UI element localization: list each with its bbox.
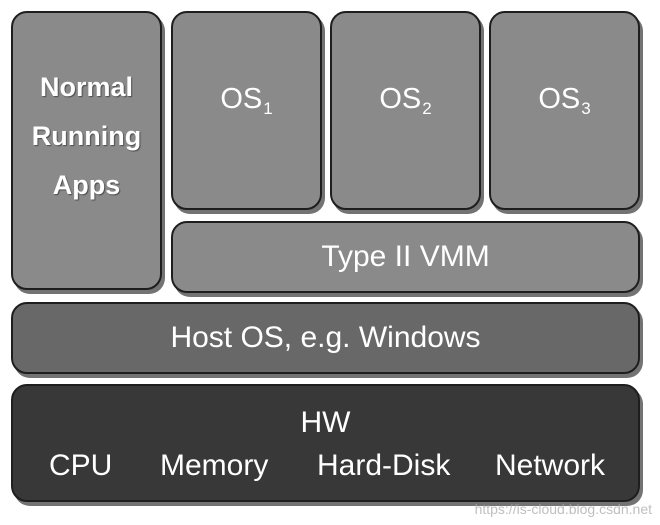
apps-line-3: Apps <box>52 170 121 200</box>
hardware-cpu: CPU <box>49 449 113 482</box>
guest-os-3-label: OS3 <box>538 83 591 118</box>
host-os-label: Host OS, e.g. Windows <box>170 321 481 354</box>
guest-os-1-box: OS1 <box>171 11 322 210</box>
type2-vmm-box: Type II VMM <box>171 221 640 293</box>
hardware-hard-disk: Hard-Disk <box>317 449 451 482</box>
apps-line-1: Normal <box>39 72 134 102</box>
vmm-label: Type II VMM <box>321 240 490 273</box>
hardware-memory: Memory <box>160 449 269 482</box>
guest-os-1-label: OS1 <box>220 83 273 118</box>
hardware-components: CPU Memory Hard-Disk Network <box>13 449 638 489</box>
watermark: https://is-cloud.blog.csdn.net <box>474 501 652 517</box>
hardware-network: Network <box>495 449 606 482</box>
guest-os-3-box: OS3 <box>489 11 640 210</box>
hardware-title: HW <box>300 406 351 439</box>
guest-os-2-box: OS2 <box>330 11 481 210</box>
normal-running-apps-box: Normal Running Apps <box>11 11 162 290</box>
hardware-box: HW CPU Memory Hard-Disk Network <box>11 384 640 502</box>
guest-os-2-label: OS2 <box>379 83 432 118</box>
host-os-box: Host OS, e.g. Windows <box>11 302 640 374</box>
apps-line-2: Running <box>31 121 142 151</box>
